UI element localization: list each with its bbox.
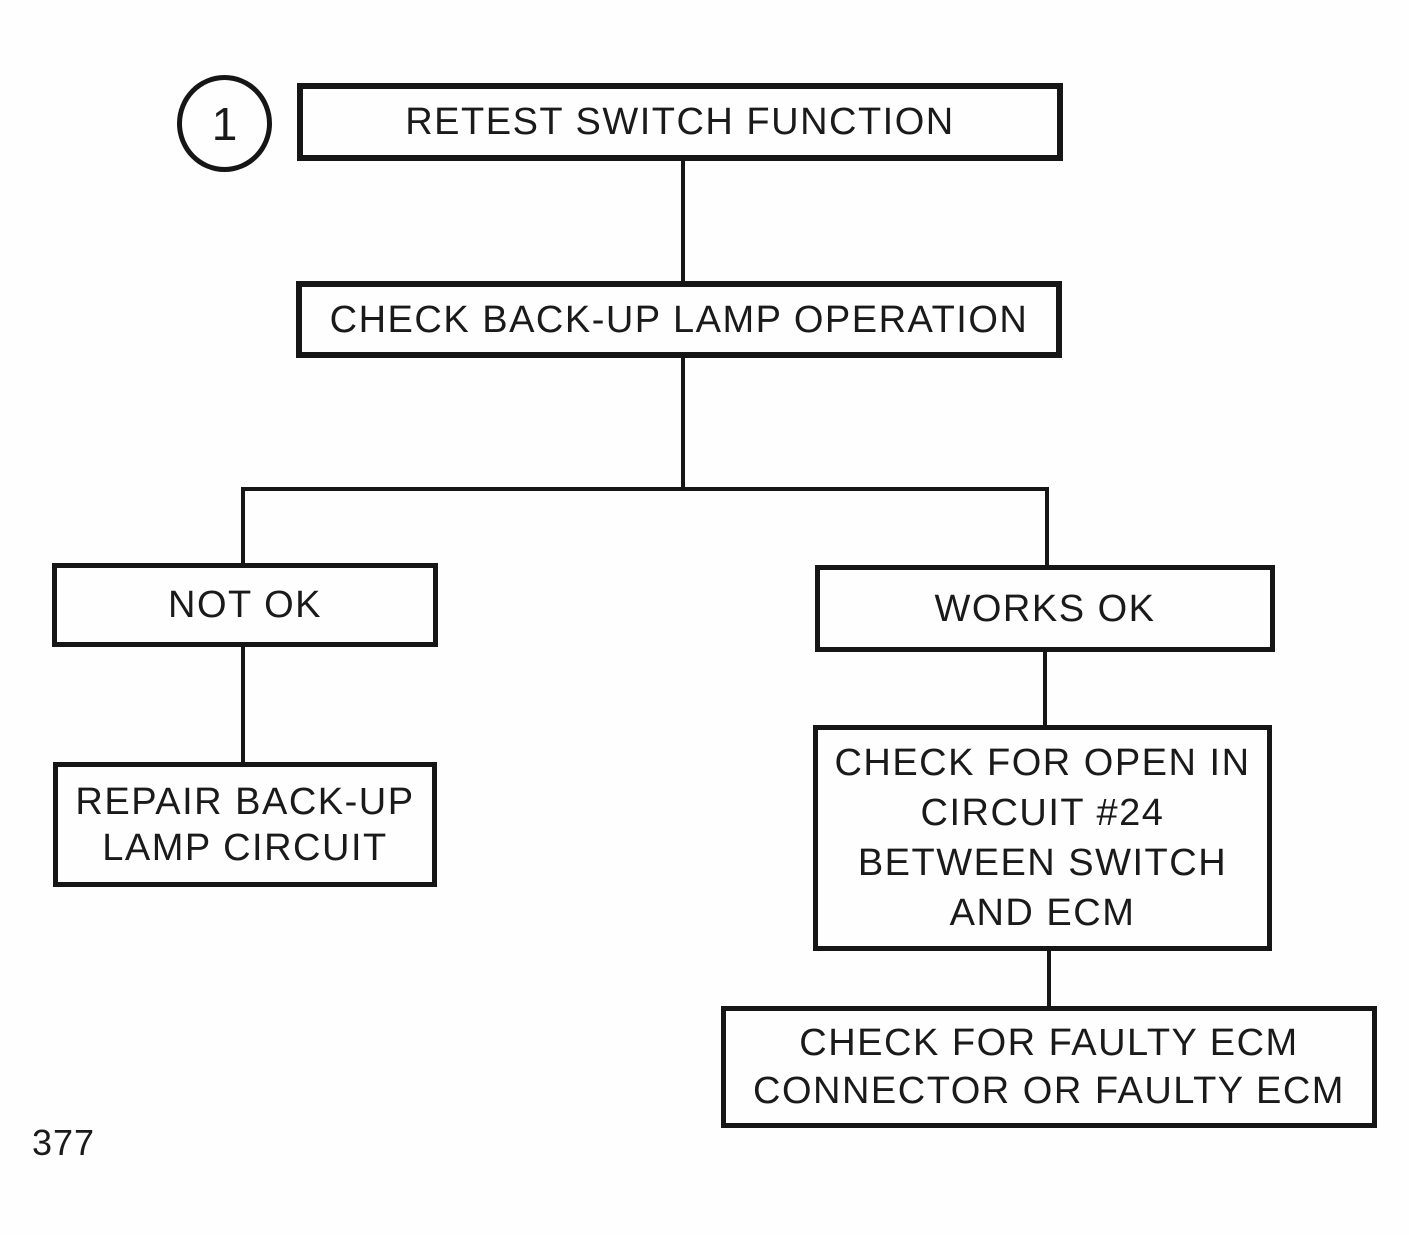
flow-node-check-faulty-ecm: CHECK FOR FAULTY ECM CONNECTOR OR FAULTY… xyxy=(721,1006,1377,1128)
connector-checklamp-to-branch xyxy=(681,355,685,491)
connector-branch-to-notok xyxy=(241,489,245,567)
connector-checkopen-to-faultyecm xyxy=(1047,949,1051,1009)
flow-node-works-ok: WORKS OK xyxy=(815,565,1275,652)
flow-node-repair-backup-lamp-circuit: REPAIR BACK-UP LAMP CIRCUIT xyxy=(53,762,437,887)
connector-notok-to-repair xyxy=(241,645,245,765)
step-number-badge: 1 xyxy=(177,75,272,172)
connector-worksok-to-checkopen xyxy=(1043,650,1047,729)
connector-branch-to-worksok xyxy=(1045,489,1049,569)
flow-node-check-open-circuit-24: CHECK FOR OPEN IN CIRCUIT #24 BETWEEN SW… xyxy=(813,725,1272,951)
page-number: 377 xyxy=(32,1122,96,1163)
flow-node-check-backup-lamp-operation: CHECK BACK-UP LAMP OPERATION xyxy=(296,281,1062,358)
connector-retest-to-checklamp xyxy=(681,158,685,285)
flow-node-retest-switch-function: RETEST SWITCH FUNCTION xyxy=(297,83,1063,161)
connector-branch-horizontal xyxy=(241,487,1049,491)
flow-node-not-ok: NOT OK xyxy=(52,563,438,647)
